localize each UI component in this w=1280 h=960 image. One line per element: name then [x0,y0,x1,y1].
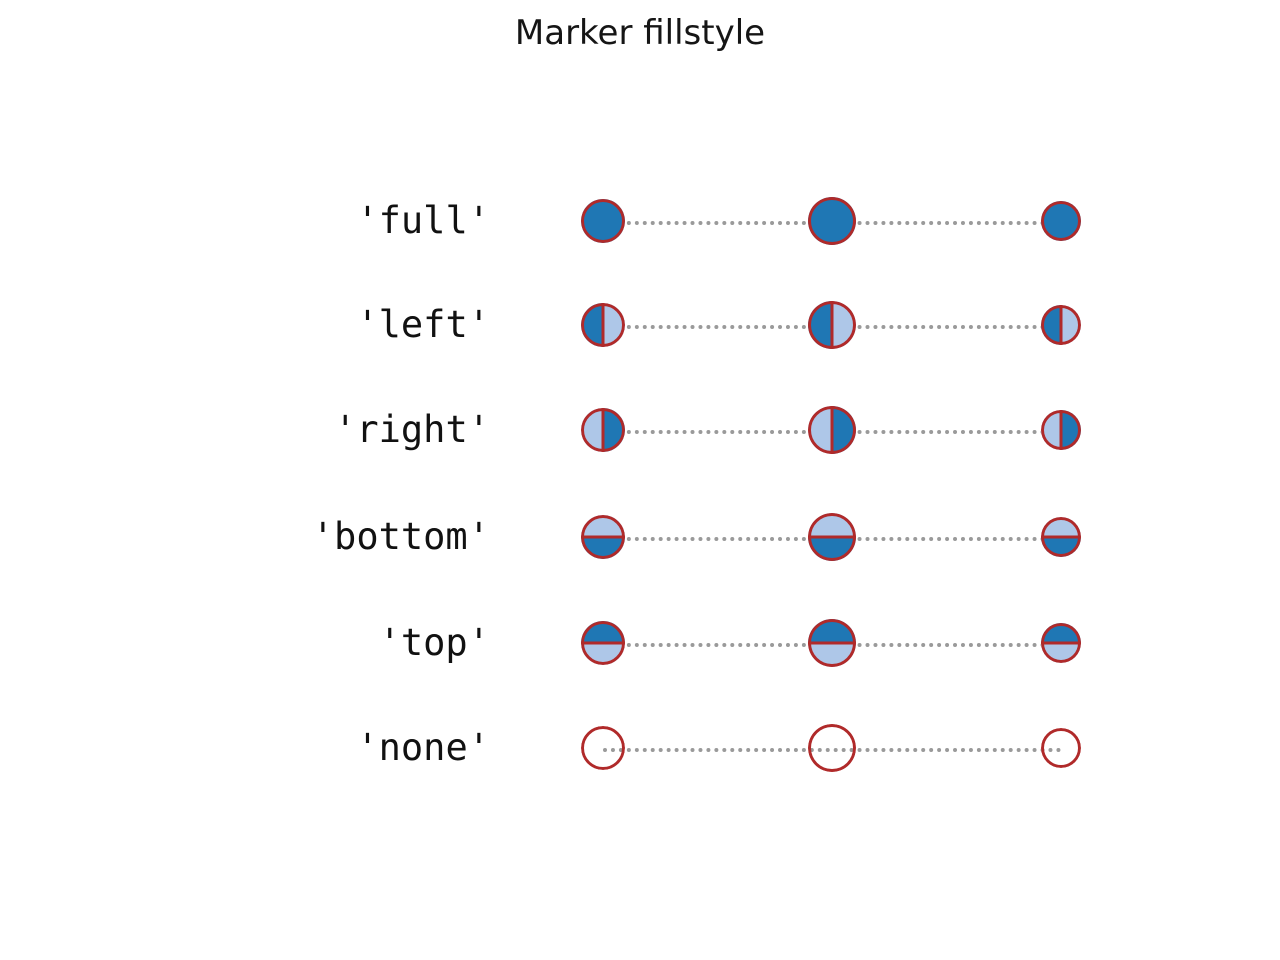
marker-edge-ring [581,515,625,559]
marker-top [808,619,856,667]
marker-edge-ring [1041,410,1081,450]
marker-none [1041,728,1081,768]
row-label-right: 'right' [334,408,490,451]
marker-top [581,621,625,665]
marker-left [808,301,856,349]
marker-edge-ring [808,197,856,245]
marker-bottom [808,513,856,561]
marker-edge-ring [1041,623,1081,663]
marker-right [581,408,625,452]
marker-top [1041,623,1081,663]
marker-left [1041,305,1081,345]
marker-right [1041,410,1081,450]
row-label-full: 'full' [356,199,490,242]
marker-edge-ring [581,303,625,347]
row-label-left: 'left' [356,303,490,346]
marker-edge-ring [808,301,856,349]
marker-edge-ring [581,726,625,770]
marker-bottom [581,515,625,559]
row-label-none: 'none' [356,726,490,769]
chart-title: Marker fillstyle [514,13,766,53]
marker-left [581,303,625,347]
marker-full [1041,201,1081,241]
marker-none [808,724,856,772]
marker-edge-ring [1041,201,1081,241]
marker-full [581,199,625,243]
marker-none [581,726,625,770]
row-label-bottom: 'bottom' [311,515,490,558]
marker-edge-ring [808,513,856,561]
marker-edge-ring [581,621,625,665]
marker-bottom [1041,517,1081,557]
marker-edge-ring [808,724,856,772]
marker-edge-ring [581,199,625,243]
marker-edge-ring [808,619,856,667]
marker-edge-ring [1041,305,1081,345]
marker-right [808,406,856,454]
marker-edge-ring [581,408,625,452]
row-label-top: 'top' [378,621,490,664]
marker-full [808,197,856,245]
marker-edge-ring [1041,517,1081,557]
marker-edge-ring [808,406,856,454]
marker-edge-ring [1041,728,1081,768]
